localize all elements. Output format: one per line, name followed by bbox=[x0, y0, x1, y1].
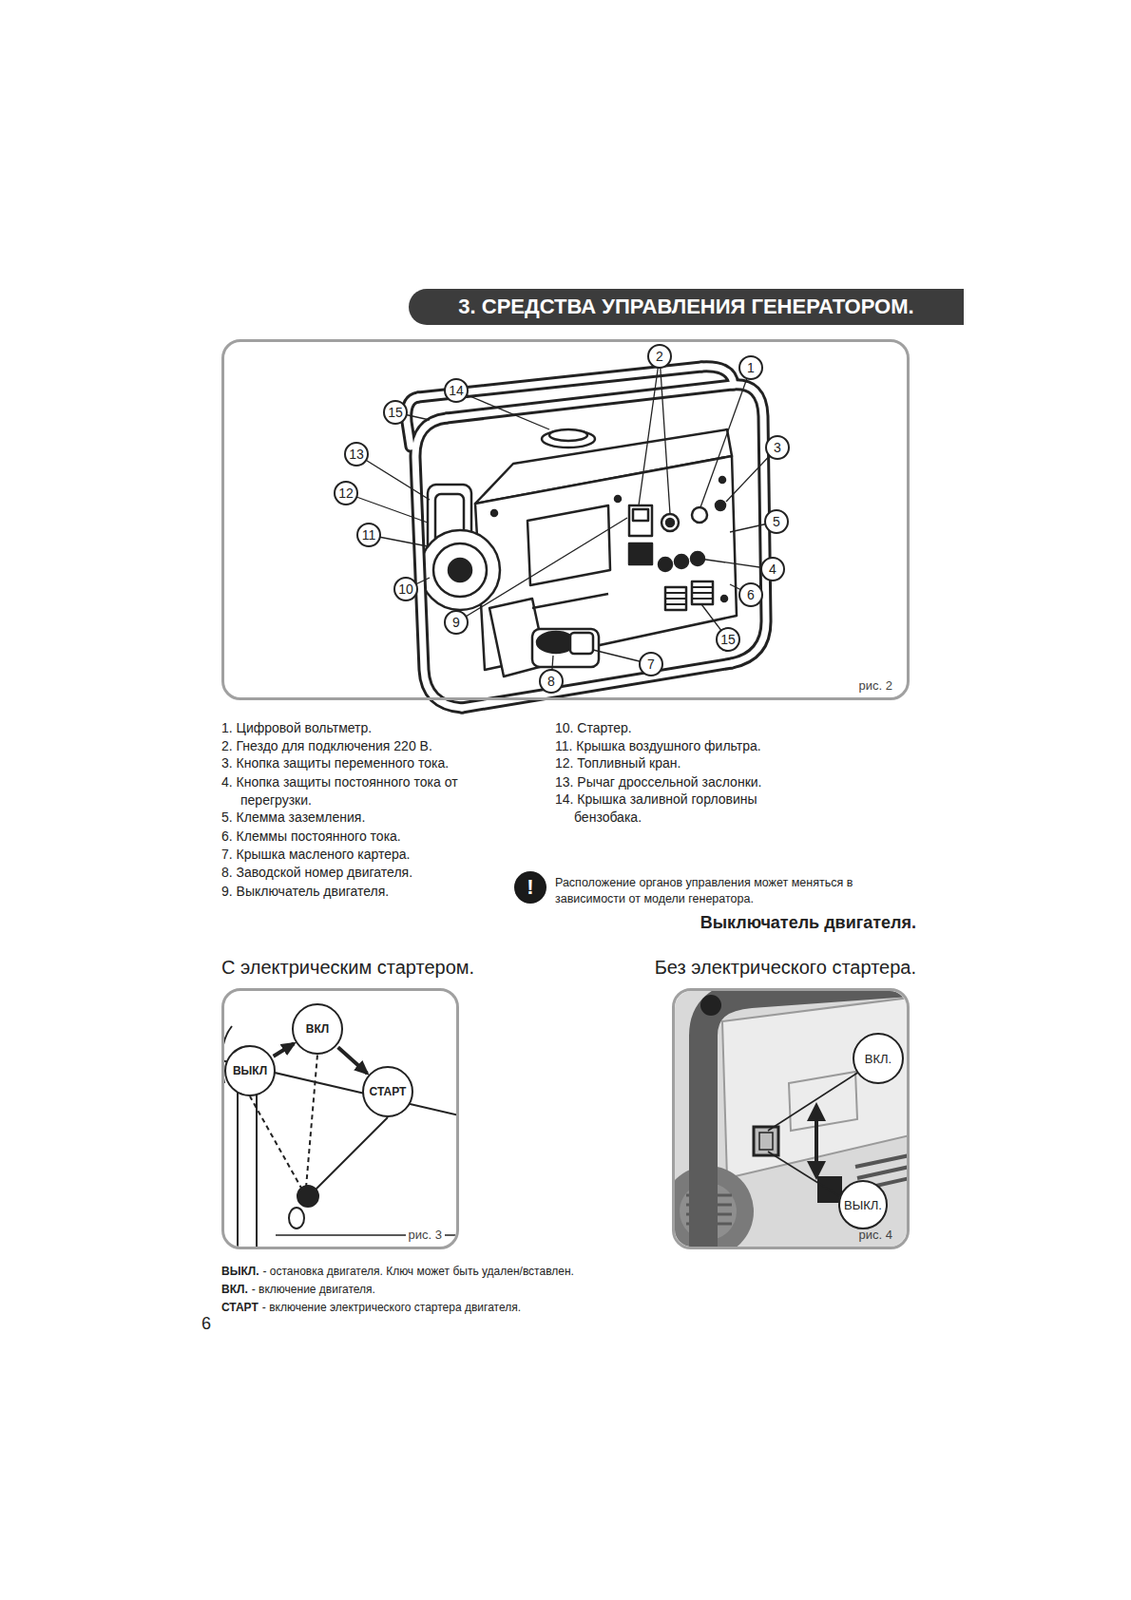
term: ВКЛ. bbox=[221, 1281, 249, 1300]
node-text: ! bbox=[526, 877, 534, 899]
callout-number: 13 bbox=[344, 441, 369, 467]
node-text: 5 bbox=[772, 515, 781, 529]
node-text: 8 bbox=[547, 674, 556, 689]
callout-number: 5 bbox=[764, 509, 789, 535]
position-circle: ВЫКЛ. bbox=[838, 1180, 888, 1230]
callout-number: 10 bbox=[393, 576, 419, 602]
node-text: 1 bbox=[747, 361, 755, 375]
section-heading: Выключатель двигателя. bbox=[532, 914, 917, 933]
arrow-connector bbox=[338, 1047, 368, 1074]
callout-number: 15 bbox=[715, 627, 741, 652]
node-text: 7 bbox=[647, 657, 655, 671]
title-band: 3. СРЕДСТВА УПРАВЛЕНИЯ ГЕНЕРАТОРОМ. bbox=[408, 288, 964, 326]
list-item: 12. Топливный кран. bbox=[555, 754, 681, 773]
callout-number: 14 bbox=[443, 378, 469, 403]
node-text: 11 bbox=[362, 528, 377, 542]
subheading: С электрическим стартером. bbox=[221, 958, 475, 978]
list-item: 3. Кнопка защиты переменного тока. bbox=[221, 754, 449, 773]
arrow-connector bbox=[273, 1043, 295, 1056]
callout-number: 1 bbox=[738, 355, 764, 381]
definition: - остановка двигателя. Ключ может быть у… bbox=[263, 1263, 575, 1282]
definition: - включение двигателя. bbox=[251, 1281, 376, 1300]
definition: - включение электрического стартера двиг… bbox=[262, 1299, 521, 1318]
list-item: 13. Рычаг дроссельной заслонки. bbox=[555, 773, 762, 792]
list-item: 5. Клемма заземления. bbox=[221, 808, 365, 827]
callout-number: 6 bbox=[738, 582, 764, 608]
warning-icon: ! bbox=[514, 871, 547, 904]
callout-number: 3 bbox=[765, 435, 790, 461]
list-item: 11. Крышка воздушного фильтра. bbox=[555, 737, 762, 756]
callout-number: 9 bbox=[443, 610, 469, 635]
node-text: 9 bbox=[452, 615, 461, 630]
position-circle: ВЫКЛ bbox=[224, 1045, 276, 1097]
node-text: 12 bbox=[338, 486, 354, 500]
figure-panel: рис. 4 ВКЛ. ВЫКЛ. bbox=[671, 988, 910, 1250]
leader-line bbox=[345, 356, 778, 682]
list-item: 2. Гнездо для подключения 220 В. bbox=[221, 737, 433, 756]
callout-number: 8 bbox=[538, 669, 564, 694]
node-text: ВКЛ. bbox=[864, 1053, 892, 1066]
position-circle: ВКЛ bbox=[291, 1003, 344, 1055]
figure-caption: рис. 4 bbox=[856, 1227, 896, 1243]
page-number: 6 bbox=[201, 1315, 211, 1334]
node-text: 15 bbox=[720, 632, 736, 647]
position-circle: ВКЛ. bbox=[852, 1033, 904, 1085]
node-text: 14 bbox=[448, 383, 464, 398]
node-text: 3 bbox=[773, 440, 782, 455]
node-text: 6 bbox=[747, 588, 755, 602]
list-item: 7. Крышка масленого картера. bbox=[221, 845, 410, 864]
node-text: ВЫКЛ bbox=[232, 1065, 268, 1077]
node-text: 2 bbox=[655, 349, 664, 364]
node-text: 15 bbox=[387, 405, 403, 420]
list-item: 6. Клеммы постоянного тока. bbox=[221, 827, 402, 846]
key-switch-drawing bbox=[224, 1026, 457, 1247]
note-text: Расположение органов управления может ме… bbox=[555, 875, 907, 908]
node-text: 4 bbox=[768, 562, 777, 576]
figure-caption: рис. 2 bbox=[856, 678, 896, 693]
callout-number: 4 bbox=[760, 556, 786, 582]
list-item: 4. Кнопка защиты постоянного тока от пер… bbox=[221, 773, 471, 810]
figure-panel: рис. 3 ВЫКЛ ВКЛ СТАРТ bbox=[221, 988, 460, 1250]
figure-panel: рис. 221141513312511410691578 bbox=[221, 339, 910, 701]
callout-number: 11 bbox=[356, 522, 382, 548]
figure-caption: рис. 3 bbox=[405, 1227, 445, 1243]
toggle-switch-drawing bbox=[674, 991, 907, 1247]
callout-number: 15 bbox=[383, 400, 408, 425]
callout-number: 12 bbox=[333, 480, 359, 506]
node-text: ВКЛ bbox=[306, 1023, 329, 1036]
list-item: 14. Крышка заливной горловины бензобака. bbox=[555, 790, 793, 827]
callout-number: 7 bbox=[638, 651, 664, 677]
subheading: Без электрического стартера. bbox=[532, 958, 917, 978]
node-text: СТАРТ bbox=[369, 1086, 407, 1098]
title-text: 3. СРЕДСТВА УПРАВЛЕНИЯ ГЕНЕРАТОРОМ. bbox=[458, 294, 914, 319]
callout-number: 2 bbox=[647, 344, 672, 369]
term: СТАРТ bbox=[221, 1299, 259, 1318]
generator-drawing bbox=[420, 429, 737, 677]
list-item: 1. Цифровой вольтметр. bbox=[221, 719, 372, 738]
term: ВЫКЛ. bbox=[221, 1263, 260, 1282]
list-item: 9. Выключатель двигателя. bbox=[221, 882, 389, 901]
position-circle: СТАРТ bbox=[362, 1066, 414, 1118]
node-text: 10 bbox=[398, 582, 414, 596]
node-text: 13 bbox=[348, 447, 365, 461]
node-text: ВЫКЛ. bbox=[843, 1199, 882, 1212]
list-item: 10. Стартер. bbox=[555, 719, 633, 738]
list-item: 8. Заводской номер двигателя. bbox=[221, 863, 413, 882]
